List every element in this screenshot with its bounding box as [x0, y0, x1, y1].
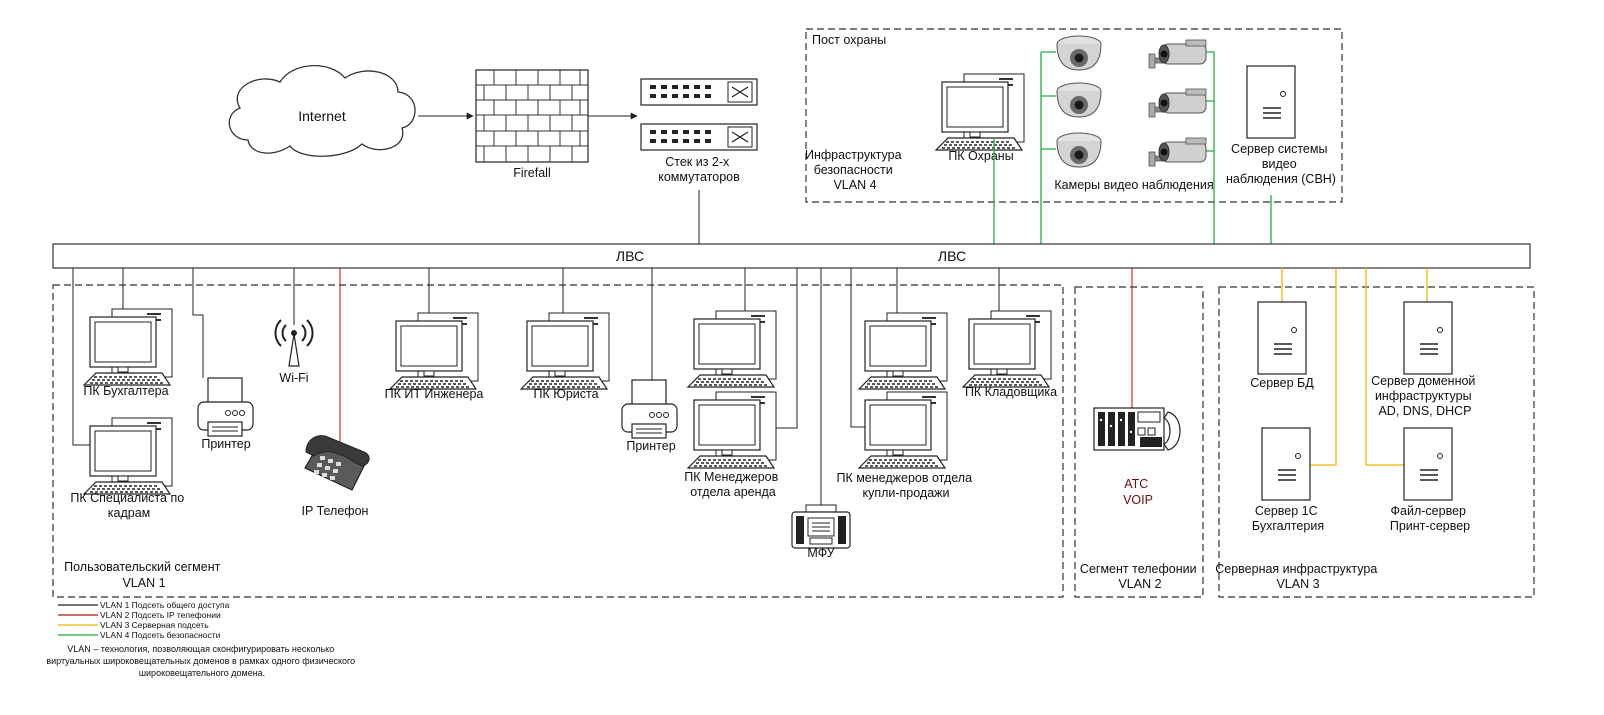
dome-camera-1	[1056, 35, 1102, 71]
user-segment	[52, 284, 1064, 598]
pc-hr-label: ПК Специалиста по кадрам	[70, 491, 187, 520]
pc-rent-1	[687, 310, 777, 388]
pc-hr	[83, 417, 173, 495]
ip-phone-icon	[304, 435, 370, 491]
server-segment-title: Серверная инфраструктура VLAN 3	[1215, 562, 1381, 591]
security-infra-label: Инфраструктура безопасности VLAN 4	[805, 148, 905, 192]
telephony-segment	[1074, 286, 1204, 598]
cameras-label: Камеры видео наблюдения	[1054, 178, 1213, 192]
pc-lawyer	[520, 312, 610, 390]
mfu-icon	[791, 504, 851, 549]
wifi-label: Wi-Fi	[279, 371, 308, 385]
switch-stack-icon	[640, 78, 758, 151]
legend: VLAN 1 Подсеть общего доступа VLAN 2 Под…	[46, 600, 357, 678]
pc-guard-label: ПК Охраны	[948, 149, 1013, 163]
pbx-label: АТС VOIP	[1123, 477, 1153, 507]
server-domain	[1403, 301, 1453, 375]
pc-accountant-label: ПК Бухгалтера	[83, 384, 168, 398]
security-segment-title: Пост охраны	[812, 33, 886, 47]
bullet-camera-2	[1148, 88, 1207, 118]
internet-label: Internet	[298, 108, 346, 124]
pc-sales-1	[858, 312, 948, 390]
security-segment	[805, 28, 1343, 203]
server-db	[1257, 301, 1307, 375]
pc-storekeeper	[962, 310, 1052, 388]
firewall-label: Firefall	[513, 166, 551, 180]
lan-label-2: ЛВС	[938, 248, 966, 264]
dome-camera-3	[1056, 132, 1102, 168]
printer-1	[197, 377, 254, 437]
server-domain-label: Сервер доменной инфраструктуры AD, DNS, …	[1371, 374, 1479, 418]
pc-it-engineer-label: ПК ИТ Инженера	[385, 387, 484, 401]
server-1c-label: Сервер 1С Бухгалтерия	[1252, 504, 1324, 533]
legend-label-vlan3: VLAN 3 Серверная подсеть	[100, 620, 209, 630]
pc-sales-2	[858, 391, 948, 469]
pc-accountant	[83, 308, 173, 386]
pc-guard	[935, 73, 1025, 151]
firewall-icon	[475, 69, 589, 163]
server-1c	[1261, 427, 1311, 501]
mfu-label: МФУ	[807, 546, 834, 560]
dome-camera-2	[1056, 82, 1102, 118]
bullet-camera-1	[1148, 39, 1207, 69]
pc-sales-label: ПК менеджеров отдела купли-продажи	[836, 471, 975, 500]
server-file	[1403, 427, 1453, 501]
server-file-label: Файл-сервер Принт-сервер	[1390, 504, 1470, 533]
legend-label-vlan4: VLAN 4 Подсеть безопасности	[100, 630, 221, 640]
legend-label-vlan1: VLAN 1 Подсеть общего доступа	[100, 600, 230, 610]
server-segment	[1218, 286, 1535, 598]
printer-2	[621, 379, 678, 439]
bullet-camera-3	[1148, 137, 1207, 167]
printer-2-label: Принтер	[626, 439, 675, 453]
lan-label-1: ЛВС	[616, 248, 644, 264]
pc-rent-2	[687, 391, 777, 469]
pc-it-engineer	[389, 312, 479, 390]
server-cvn-label: Сервер системы видео наблюдения (СВН)	[1226, 142, 1336, 186]
internet-cloud: Internet	[228, 65, 416, 157]
switch-stack-label: Стек из 2-х коммутаторов	[658, 155, 740, 184]
pc-storekeeper-label: ПК Кладовщика	[965, 385, 1057, 399]
vlan-note: VLAN – технология, позволяющая сконфигур…	[46, 644, 357, 678]
legend-label-vlan2: VLAN 2 Подсеть IP телефонии	[100, 610, 221, 620]
telephony-segment-title: Сегмент телефонии VLAN 2	[1080, 562, 1200, 591]
wifi-icon	[274, 319, 314, 367]
lan-bus	[52, 243, 1531, 269]
server-db-label: Сервер БД	[1250, 376, 1314, 390]
user-segment-title: Пользовательский сегмент VLAN 1	[64, 560, 224, 590]
printer-1-label: Принтер	[201, 437, 250, 451]
pc-rent-label: ПК Менеджеров отдела аренда	[684, 470, 781, 499]
pbx-icon	[1093, 407, 1181, 451]
pc-lawyer-label: ПК Юриста	[533, 387, 598, 401]
server-cvn	[1246, 65, 1296, 139]
ip-phone-label: IP Телефон	[302, 504, 369, 518]
